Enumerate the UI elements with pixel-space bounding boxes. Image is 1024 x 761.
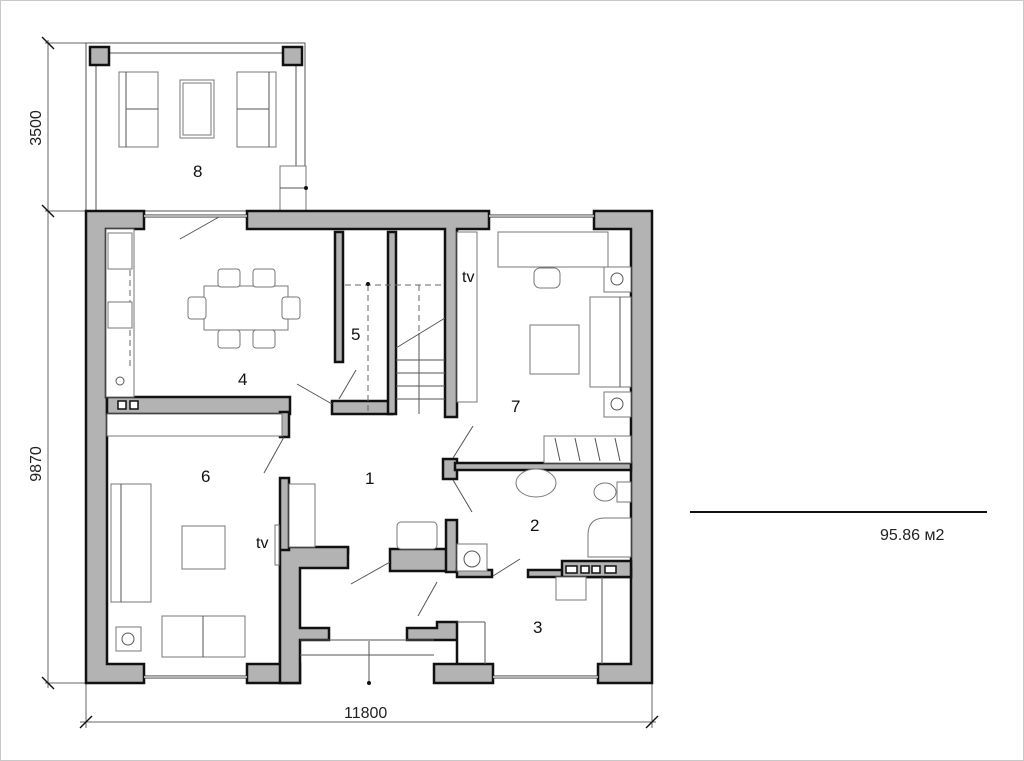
sink-icon bbox=[515, 468, 557, 498]
bathroom-fixtures bbox=[396, 468, 632, 572]
office-chair bbox=[533, 267, 561, 289]
room-label-5: 5 bbox=[351, 325, 361, 344]
sofa bbox=[589, 296, 632, 388]
tv-label: tv bbox=[256, 535, 269, 552]
coffee-table bbox=[529, 324, 580, 375]
lamp-icon bbox=[610, 397, 624, 411]
tv-label: tv bbox=[462, 269, 475, 286]
room-7-furniture bbox=[456, 231, 632, 464]
interior-walls bbox=[105, 230, 633, 579]
radiator bbox=[396, 521, 438, 550]
room-label-2: 2 bbox=[530, 516, 540, 535]
sink-icon bbox=[107, 232, 133, 270]
wardrobe bbox=[288, 483, 316, 548]
terrace-sofa-left bbox=[118, 71, 159, 148]
dimension-terrace-depth: 3500 bbox=[28, 110, 45, 146]
room-label-1: 1 bbox=[365, 469, 375, 488]
room-label-7: 7 bbox=[511, 397, 521, 416]
lamp-icon bbox=[610, 272, 624, 286]
entry-furniture bbox=[300, 576, 603, 685]
dimension-house-depth: 9870 bbox=[28, 446, 45, 482]
coffee-table bbox=[181, 525, 226, 570]
exterior-walls bbox=[84, 209, 654, 685]
tv-stand bbox=[274, 524, 280, 566]
fan-icon bbox=[115, 376, 125, 386]
dimension-house-width: 11800 bbox=[344, 705, 388, 722]
dimension-lines bbox=[41, 36, 659, 729]
terrace-sofa-right bbox=[236, 71, 277, 148]
room-label-4: 4 bbox=[238, 370, 248, 389]
terrace bbox=[85, 42, 308, 212]
kitchen-furniture bbox=[105, 228, 301, 398]
area-divider-line bbox=[690, 511, 987, 513]
stove-icon bbox=[107, 301, 133, 329]
toilet-icon bbox=[593, 482, 617, 502]
shower-icon bbox=[587, 517, 632, 558]
dining-table bbox=[203, 285, 289, 331]
room-label-6: 6 bbox=[201, 467, 211, 486]
total-area: 95.86 м2 bbox=[880, 527, 945, 544]
desk bbox=[497, 231, 609, 268]
wardrobe bbox=[543, 435, 632, 464]
stairs bbox=[345, 282, 446, 414]
room-label-3: 3 bbox=[533, 618, 543, 637]
room-6-furniture bbox=[106, 413, 316, 658]
room-label-8: 8 bbox=[193, 162, 203, 181]
lamp-icon bbox=[121, 632, 135, 646]
door-swings bbox=[179, 216, 521, 617]
sofa bbox=[110, 483, 152, 603]
windows bbox=[144, 214, 598, 679]
